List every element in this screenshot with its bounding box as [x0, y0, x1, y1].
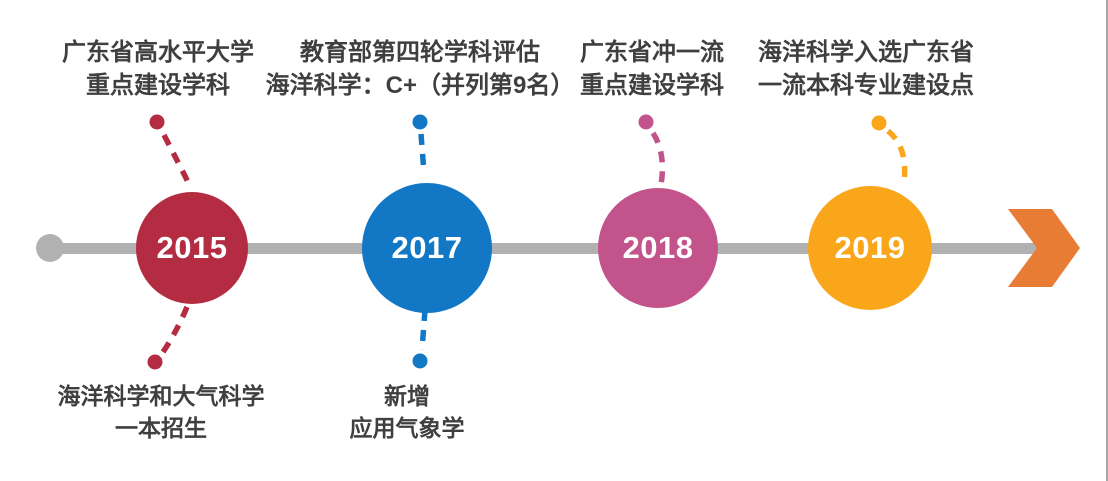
connector-dot-2015-top [149, 114, 165, 130]
year-circle-2019: 2019 [808, 186, 932, 310]
event-2018-top-line1: 广东省冲一流 [580, 39, 724, 66]
event-2017-top-line2: 海洋科学：C+（并列第9名） [265, 72, 575, 99]
year-2017-text: 2017 [391, 230, 463, 265]
connector-dot-2017-bottom [412, 353, 428, 369]
event-2015-top-line1: 广东省高水平大学 [62, 39, 254, 66]
connector-dot-2015-bottom [147, 354, 163, 370]
connector-dot-2019-top [871, 115, 887, 131]
connector-2017-bottom [419, 309, 428, 351]
year-circle-2018: 2018 [598, 188, 718, 308]
page-right-border [1106, 0, 1108, 481]
connector-2015-bottom [160, 305, 190, 354]
event-2015-bottom-line2: 一本招生 [115, 415, 207, 441]
year-circle-2017: 2017 [362, 183, 492, 313]
year-2018-text: 2018 [622, 230, 694, 265]
event-2019-top-line1: 海洋科学入选广东省 [758, 39, 974, 66]
event-2017-top-line1: 教育部第四轮学科评估 [300, 39, 540, 66]
year-2015-text: 2015 [156, 230, 228, 265]
connector-2018-top [650, 131, 666, 186]
connector-dot-2018-top [638, 114, 654, 130]
event-2015-bottom-line1: 海洋科学和大气科学 [57, 383, 265, 409]
connector-2015-top [161, 133, 193, 188]
timeline-axis [48, 243, 1048, 254]
event-2018-top-label: 广东省冲一流 重点建设学科 [552, 36, 752, 102]
axis-arrow-icon [1008, 209, 1080, 287]
event-2017-bottom-label: 新增 应用气象学 [307, 380, 507, 444]
event-2018-top-line2: 重点建设学科 [580, 72, 724, 99]
connector-dot-2017-top [412, 114, 428, 130]
event-2015-bottom-label: 海洋科学和大气科学 一本招生 [40, 380, 282, 444]
event-2015-top-line2: 重点建设学科 [86, 72, 230, 99]
year-circle-2015: 2015 [136, 192, 248, 304]
event-2019-top-label: 海洋科学入选广东省 一流本科专业建设点 [740, 36, 992, 102]
event-2017-bottom-line2: 应用气象学 [349, 415, 465, 441]
connector-2019-top [886, 128, 908, 182]
event-2017-top-label: 教育部第四轮学科评估 海洋科学：C+（并列第9名） [258, 36, 582, 102]
year-2019-text: 2019 [834, 230, 906, 265]
event-2017-bottom-line1: 新增 [384, 383, 430, 409]
connector-2017-top [418, 133, 427, 174]
event-2019-top-line2: 一流本科专业建设点 [758, 72, 974, 99]
event-2015-top-label: 广东省高水平大学 重点建设学科 [40, 36, 276, 102]
